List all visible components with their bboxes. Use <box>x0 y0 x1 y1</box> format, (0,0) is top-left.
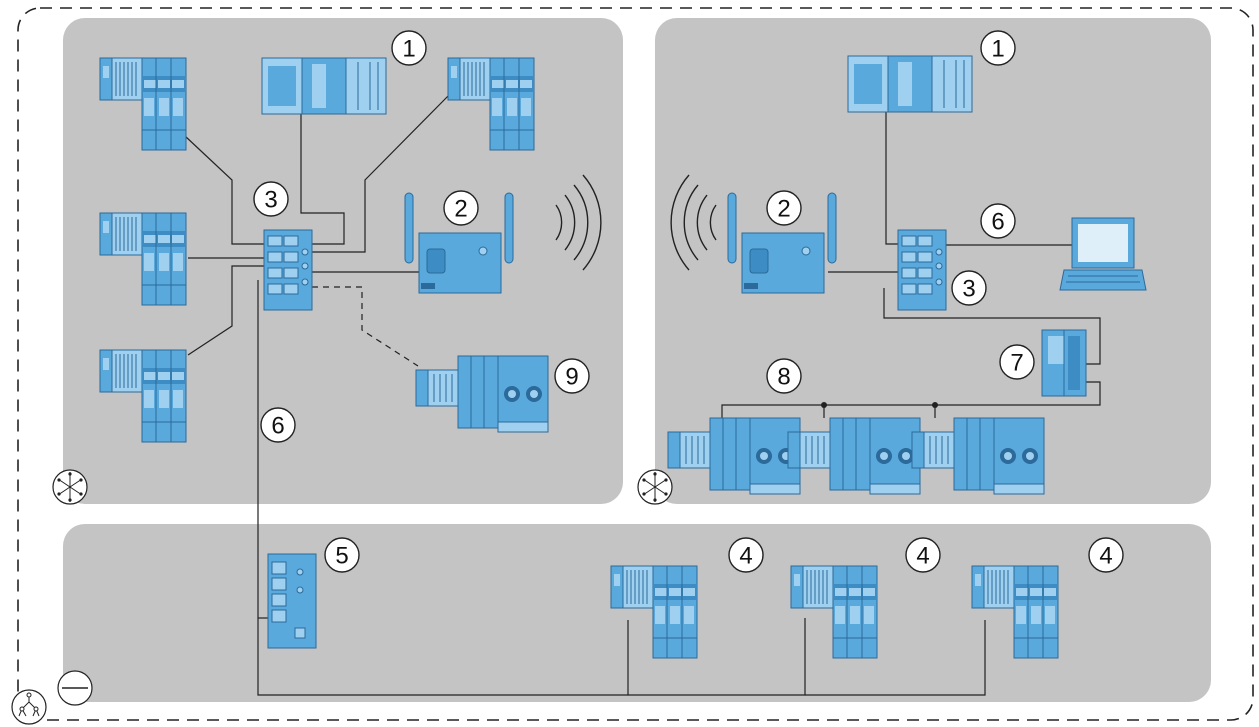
network-tree-icon <box>11 689 47 725</box>
callout-6-left: 6 <box>260 407 296 443</box>
outer-boundary <box>17 7 1254 721</box>
wireless-link <box>312 286 419 367</box>
svg-text:2: 2 <box>454 196 467 223</box>
callout-3-right: 3 <box>951 270 987 306</box>
svg-text:1: 1 <box>402 36 415 63</box>
connections <box>184 91 1101 696</box>
svg-text:1: 1 <box>991 36 1004 63</box>
controller-left <box>261 57 387 115</box>
svg-text:3: 3 <box>962 276 975 303</box>
svg-text:7: 7 <box>1010 350 1023 377</box>
switch-left <box>263 229 313 311</box>
minus-circle-icon <box>57 670 93 706</box>
callout-6-right: 6 <box>980 203 1016 239</box>
svg-text:4: 4 <box>739 543 752 570</box>
svg-text:9: 9 <box>565 364 578 391</box>
callout-3-left: 3 <box>253 181 289 217</box>
callout-4-3: 4 <box>1088 537 1124 573</box>
radio-waves-right <box>670 174 717 271</box>
svg-text:2: 2 <box>777 196 790 223</box>
controller-small-right <box>1041 329 1087 397</box>
callout-8: 8 <box>766 358 802 394</box>
wheel-icon <box>637 469 673 505</box>
wheel-icon <box>52 469 88 505</box>
callout-4-1: 4 <box>728 537 764 573</box>
callout-1-left: 1 <box>391 30 427 66</box>
callout-2-left: 2 <box>443 190 479 226</box>
switch-bottom <box>267 553 317 649</box>
switch-right <box>897 229 947 311</box>
svg-text:4: 4 <box>916 543 929 570</box>
controller-right <box>847 55 973 113</box>
callout-4-2: 4 <box>905 537 941 573</box>
svg-text:4: 4 <box>1099 543 1112 570</box>
svg-text:6: 6 <box>271 413 284 440</box>
callout-2-right: 2 <box>766 190 802 226</box>
laptop-icon <box>1059 217 1147 291</box>
svg-text:3: 3 <box>264 187 277 214</box>
radio-waves-left <box>555 174 602 271</box>
callout-9: 9 <box>554 358 590 394</box>
callout-1-right: 1 <box>980 30 1016 66</box>
callout-5: 5 <box>324 537 360 573</box>
svg-text:6: 6 <box>991 209 1004 236</box>
callout-7: 7 <box>999 344 1035 380</box>
svg-text:8: 8 <box>777 364 790 391</box>
svg-text:5: 5 <box>335 543 348 570</box>
